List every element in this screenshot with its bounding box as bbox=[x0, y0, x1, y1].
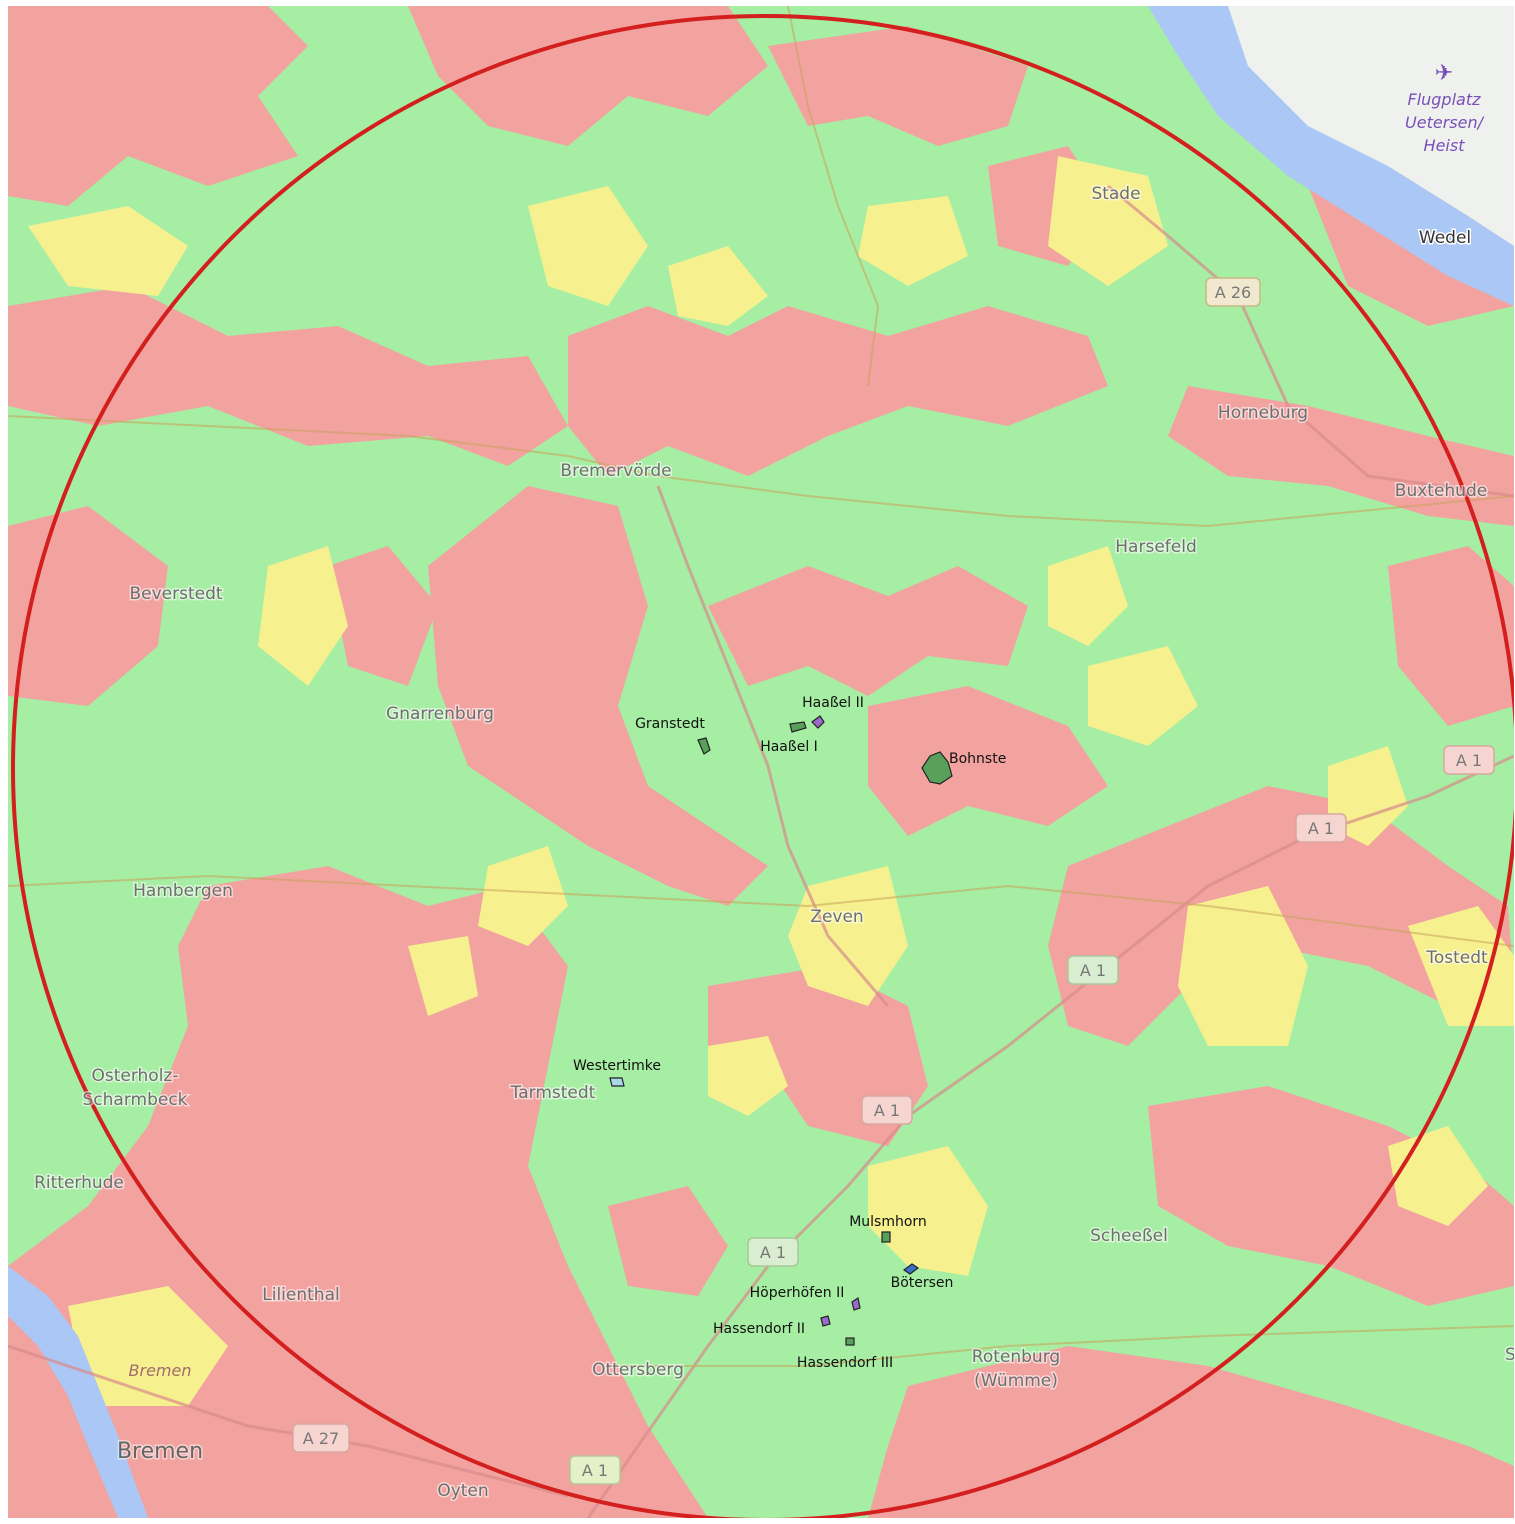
site-haassel-i[interactable]: Haaßel I bbox=[760, 721, 818, 755]
site-label: Haaßel I bbox=[760, 739, 818, 755]
site-label: Hassendorf II bbox=[713, 1321, 805, 1337]
weser-river bbox=[8, 1266, 148, 1518]
site-polygon bbox=[845, 1337, 855, 1346]
town-label: Beverstedt bbox=[129, 584, 222, 604]
svg-text:A 1: A 1 bbox=[760, 1243, 786, 1262]
svg-text:A 1: A 1 bbox=[582, 1461, 608, 1480]
site-polygon bbox=[820, 1315, 831, 1327]
site-polygon bbox=[609, 1077, 625, 1087]
site-label: Bötersen bbox=[891, 1275, 954, 1291]
site-westertimke[interactable]: Westertimke bbox=[573, 1058, 661, 1087]
airport-label-line1: Flugplatz bbox=[1407, 90, 1481, 109]
town-label: Stade bbox=[1091, 184, 1140, 204]
conditional-zones bbox=[28, 156, 1514, 1406]
town-label: Gnarrenburg bbox=[386, 704, 494, 724]
road-shield-a27: A 27 bbox=[292, 1423, 350, 1453]
site-label: Haaßel II bbox=[802, 695, 864, 711]
site-polygon bbox=[902, 1263, 920, 1275]
airport-label-line3: Heist bbox=[1424, 136, 1466, 155]
town-label: Hambergen bbox=[133, 881, 233, 901]
town-label: Horneburg bbox=[1218, 403, 1308, 423]
svg-text:A 1: A 1 bbox=[874, 1101, 900, 1120]
town-label: Buxtehude bbox=[1395, 481, 1487, 501]
town-label: Scheeßel bbox=[1090, 1226, 1168, 1246]
road-shields: A 26 A 1 A 1 A 1 A 1 A 1 A 27 A 1 bbox=[292, 277, 1495, 1485]
airplane-icon: ✈ bbox=[1435, 61, 1453, 86]
map-canvas[interactable]: A 26 A 1 A 1 A 1 A 1 A 1 A 27 A 1 bbox=[8, 6, 1514, 1518]
road-shield-a1: A 1 bbox=[861, 1095, 913, 1125]
site-polygon bbox=[881, 1231, 891, 1243]
site-haassel-ii[interactable]: Haaßel II bbox=[802, 695, 864, 729]
road-shield-a1: A 1 bbox=[1295, 813, 1347, 843]
road-shield-a1: A 1 bbox=[569, 1455, 621, 1485]
map-view[interactable]: A 26 A 1 A 1 A 1 A 1 A 1 A 27 A 1 bbox=[8, 6, 1514, 1518]
site-hassendorf-iii[interactable]: Hassendorf III bbox=[797, 1337, 893, 1371]
svg-text:A 1: A 1 bbox=[1456, 751, 1482, 770]
airport-marker[interactable]: ✈ Flugplatz Uetersen/ Heist bbox=[1405, 61, 1485, 155]
site-label: Hassendorf III bbox=[797, 1355, 893, 1371]
svg-text:A 27: A 27 bbox=[303, 1429, 339, 1448]
site-polygon bbox=[697, 737, 711, 755]
town-label: Harsefeld bbox=[1115, 537, 1196, 557]
elbe-river bbox=[1148, 6, 1514, 306]
town-label: Bremervörde bbox=[560, 461, 671, 481]
road-shield-a26: A 26 bbox=[1205, 277, 1261, 307]
town-label: Wedel bbox=[1419, 228, 1471, 248]
road-shield-a1: A 1 bbox=[1067, 955, 1119, 985]
site-hoeperhoefen-ii[interactable]: Höperhöfen II bbox=[750, 1285, 861, 1311]
town-label: Rotenburg bbox=[972, 1347, 1060, 1367]
town-label: Zeven bbox=[810, 907, 863, 927]
site-hassendorf-ii[interactable]: Hassendorf II bbox=[713, 1315, 831, 1337]
site-polygon bbox=[811, 715, 825, 729]
site-label: Granstedt bbox=[635, 716, 705, 732]
site-bohnste[interactable]: Bohnste bbox=[921, 751, 1006, 785]
town-label: Scharmbeck bbox=[82, 1090, 187, 1110]
svg-text:A 1: A 1 bbox=[1308, 819, 1334, 838]
site-label: Mulsmhorn bbox=[849, 1214, 927, 1230]
town-labels: Stade Wedel Horneburg Buxtehude Harsefel… bbox=[33, 183, 1514, 1503]
water-label: Bremen bbox=[129, 1361, 192, 1380]
main-roads bbox=[8, 6, 1514, 1367]
town-label: Ritterhude bbox=[34, 1173, 124, 1193]
site-markers: Haaßel II Granstedt Haaßel I Bohnste Wes… bbox=[573, 695, 1006, 1371]
radius-circle bbox=[11, 14, 1514, 1518]
site-label: Westertimke bbox=[573, 1058, 661, 1074]
town-label: Ottersberg bbox=[592, 1360, 684, 1380]
town-label: Osterholz- bbox=[91, 1066, 178, 1086]
city-label: Bremen bbox=[117, 1439, 203, 1464]
town-label: Oyten bbox=[437, 1481, 488, 1501]
town-label: (Wümme) bbox=[974, 1371, 1058, 1391]
site-polygon bbox=[921, 751, 953, 785]
road-shield-a1: A 1 bbox=[1443, 745, 1495, 775]
restricted-zones bbox=[8, 6, 1514, 1518]
airport-label-line2: Uetersen/ bbox=[1405, 113, 1485, 132]
town-label: So bbox=[1505, 1345, 1514, 1365]
svg-text:A 1: A 1 bbox=[1080, 961, 1106, 980]
town-label: Lilienthal bbox=[262, 1285, 339, 1305]
town-label: Tarmstedt bbox=[510, 1083, 596, 1103]
town-label: Tostedt bbox=[1425, 948, 1488, 968]
site-label: Bohnste bbox=[949, 751, 1006, 767]
site-granstedt[interactable]: Granstedt bbox=[635, 716, 711, 755]
site-label: Höperhöfen II bbox=[750, 1285, 845, 1301]
site-polygon bbox=[851, 1297, 861, 1311]
site-mulsmhorn[interactable]: Mulsmhorn bbox=[849, 1214, 927, 1243]
road-shield-a1: A 1 bbox=[747, 1237, 799, 1267]
site-polygon bbox=[789, 721, 807, 733]
site-boetersen[interactable]: Bötersen bbox=[891, 1263, 954, 1291]
svg-text:A 26: A 26 bbox=[1215, 283, 1251, 302]
